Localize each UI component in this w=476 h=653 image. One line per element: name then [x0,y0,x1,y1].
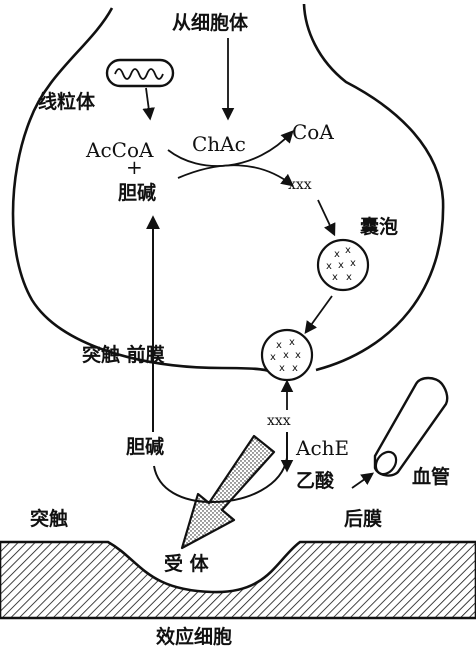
effector-cell-label: 效应细胞 [156,626,233,648]
svg-text:x: x [295,350,301,361]
svg-text:x: x [338,260,344,271]
receptor-label-bg [160,552,244,578]
mitochondrion-icon [105,58,175,88]
acetic-acid-to-vessel-arrow [351,472,375,489]
mitochondrion-label: 线粒体 [38,91,96,113]
fusing-vesicle-icon: x x x x x x x [260,328,314,382]
receptor-label: 受 体 [164,553,209,575]
mitochondrion-arrow [142,87,155,121]
blood-vessel-label: 血管 [412,466,451,488]
svg-text:x: x [270,352,276,363]
svg-text:x: x [346,272,352,283]
choline-top-label: 胆碱 [118,182,157,204]
plus-sign: + [126,155,143,179]
vesicle-to-membrane-arrow [304,295,333,335]
presynaptic-membrane-label: 突触 前膜 [82,344,165,366]
svg-text:x: x [332,272,338,283]
svg-text:x: x [276,340,282,351]
coa-label: CoA [292,120,334,144]
postsynaptic-membrane [0,540,476,620]
svg-text:x: x [279,363,285,374]
ach-molecules-label: xxx [288,177,312,193]
synapse-label: 突触 [30,508,69,530]
svg-text:x: x [292,363,298,374]
synthesis-arrow [177,164,294,187]
svg-text:x: x [326,261,332,272]
chac-label: ChAc [192,132,246,156]
vesicle-icon: x x x x x x x [316,238,370,292]
svg-text:x: x [345,245,351,256]
blood-vessel-icon [373,376,449,477]
accoa-label: AcCoA [86,138,154,162]
choline-bottom-label: 胆碱 [126,436,165,458]
to-vesicle-arrow [317,199,336,237]
postsynaptic-membrane-label: 后膜 [344,508,383,530]
vesicle-label: 囊泡 [360,216,399,238]
axon-terminal-outline [11,3,445,374]
receptor-binding-arrow [180,434,276,550]
ach-cleft-label: xxx [267,413,291,429]
svg-text:x: x [334,249,340,260]
svg-text:x: x [283,350,289,361]
svg-text:x: x [289,337,295,348]
from-cell-body-label: 从细胞体 [172,12,249,34]
ache-label: AchE [296,436,350,460]
acetic-acid-label: 乙酸 [296,470,335,492]
svg-text:x: x [350,258,356,269]
